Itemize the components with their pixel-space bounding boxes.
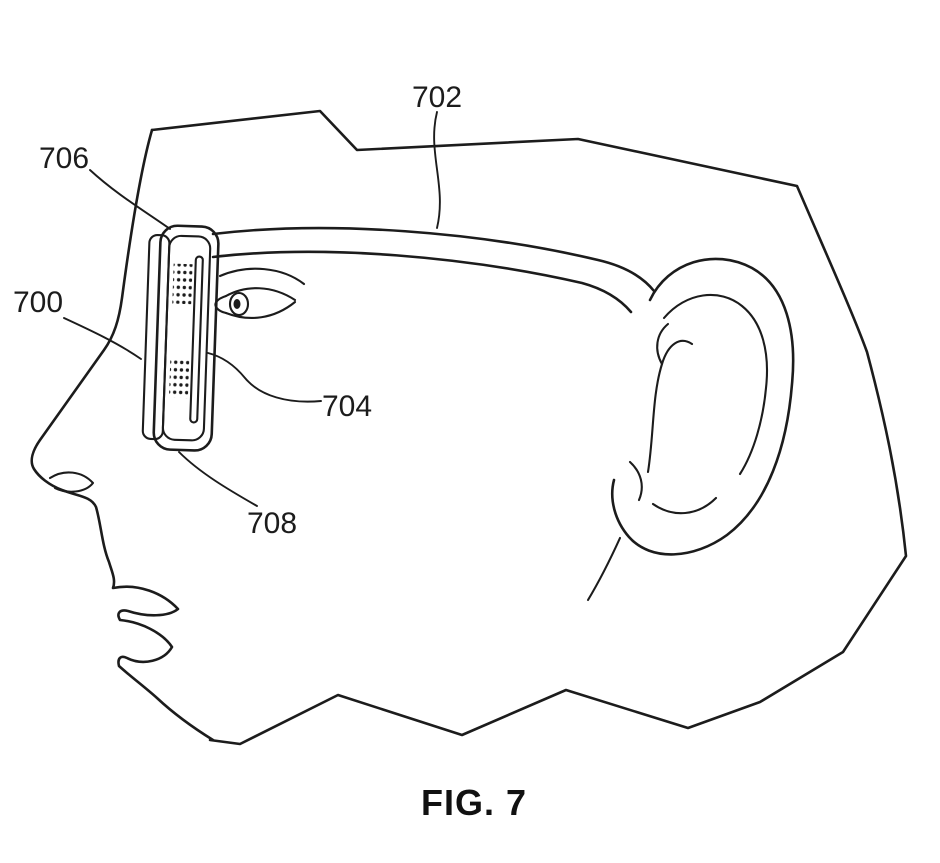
- led-array-bottom: [168, 357, 190, 399]
- device-inner-panel: [161, 234, 212, 442]
- face-profile: [30, 128, 215, 742]
- ear-outer-helix: [610, 257, 795, 556]
- leader-700: [63, 317, 142, 360]
- ref-label-702: 702: [412, 81, 462, 114]
- ear-inner-helix: [662, 293, 769, 476]
- ear-antihelix-fork: [656, 322, 670, 366]
- ear: [586, 257, 795, 602]
- eyebrow-line: [218, 267, 306, 286]
- temple-arm: [211, 226, 656, 314]
- ear-lobe-line: [586, 536, 622, 602]
- upper-eyelid: [224, 287, 297, 302]
- device-light-guide-slot: [189, 255, 204, 424]
- leader-702: [433, 111, 441, 229]
- temple-arm-upper-edge: [211, 226, 656, 293]
- nostril-line: [48, 471, 95, 493]
- hmd-device: [141, 224, 220, 452]
- ref-label-700: 700: [13, 286, 63, 319]
- temple-arm-lower-edge: [211, 250, 633, 314]
- figure-caption: FIG. 7: [421, 782, 527, 823]
- ear-concha: [651, 496, 718, 515]
- ref-label-704: 704: [322, 390, 372, 423]
- ref-label-708: 708: [247, 507, 297, 540]
- ear-antihelix: [646, 339, 694, 474]
- iris: [228, 291, 250, 317]
- head-outline: [30, 109, 908, 746]
- lower-eyelid: [224, 300, 297, 319]
- leader-704: [207, 352, 322, 403]
- device-outer-housing: [152, 224, 220, 452]
- leader-lines: [63, 111, 441, 507]
- eye: [214, 267, 306, 319]
- cranium-outline: [150, 109, 908, 746]
- leader-706: [89, 169, 171, 230]
- led-array-top: [172, 263, 193, 305]
- leader-708: [178, 451, 258, 507]
- pupil: [233, 299, 241, 309]
- reference-labels: 702 706 700 704 708: [13, 81, 462, 540]
- ear-tragus: [628, 460, 643, 502]
- ref-label-706: 706: [39, 142, 89, 175]
